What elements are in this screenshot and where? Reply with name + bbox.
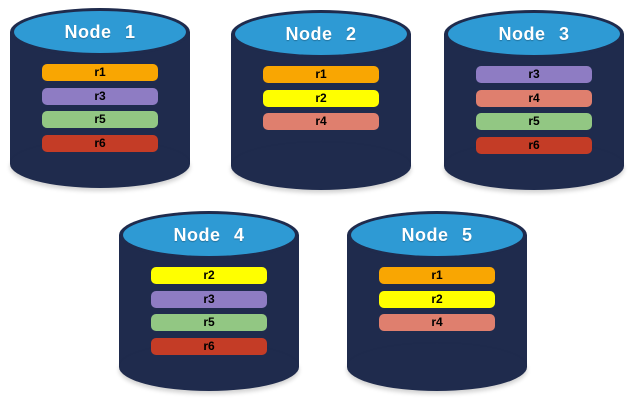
replica-bar: r2 bbox=[263, 89, 379, 107]
replica-bar: r1 bbox=[42, 64, 158, 81]
node-5-cylinder: Node 5 r1 r2 r4 bbox=[347, 211, 527, 391]
replica-bar: r3 bbox=[476, 66, 592, 83]
replica-list: r1 r3 r5 r6 bbox=[42, 64, 158, 152]
cylinder-top-face: Node 3 bbox=[448, 13, 620, 55]
cylinder-top-face: Node 4 bbox=[123, 214, 295, 256]
replica-list: r1 r2 r4 bbox=[263, 66, 379, 130]
replica-bar: r2 bbox=[151, 267, 267, 284]
replica-list: r1 r2 r4 bbox=[379, 267, 495, 331]
node-title: Node 5 bbox=[401, 224, 473, 245]
replica-bar: r4 bbox=[379, 314, 495, 331]
replica-bar: r2 bbox=[379, 290, 495, 308]
node-title: Node 3 bbox=[498, 23, 570, 44]
replica-bar: r6 bbox=[42, 134, 158, 152]
replica-list: r3 r4 r5 r6 bbox=[476, 66, 592, 154]
replica-bar: r3 bbox=[151, 290, 267, 308]
node-title: Node 1 bbox=[64, 21, 136, 42]
replica-bar: r3 bbox=[42, 87, 158, 105]
replica-bar: r6 bbox=[151, 337, 267, 355]
cylinder-top-face: Node 5 bbox=[351, 214, 523, 256]
replica-bar: r5 bbox=[42, 111, 158, 128]
replica-bar: r4 bbox=[263, 113, 379, 130]
cylinder-bottom bbox=[347, 343, 527, 391]
node-title: Node 4 bbox=[173, 224, 245, 245]
replica-bar: r4 bbox=[476, 89, 592, 107]
cylinder-top-face: Node 2 bbox=[235, 13, 407, 55]
replica-bar: r1 bbox=[379, 267, 495, 284]
replica-bar: r6 bbox=[476, 136, 592, 154]
node-2-cylinder: Node 2 r1 r2 r4 bbox=[231, 10, 411, 190]
node-title: Node 2 bbox=[285, 23, 357, 44]
node-4-cylinder: Node 4 r2 r3 r5 r6 bbox=[119, 211, 299, 391]
replica-bar: r5 bbox=[151, 314, 267, 331]
replica-bar: r1 bbox=[263, 66, 379, 83]
cylinder-top-face: Node 1 bbox=[14, 11, 186, 53]
node-1-cylinder: Node 1 r1 r3 r5 r6 bbox=[10, 8, 190, 188]
node-3-cylinder: Node 3 r3 r4 r5 r6 bbox=[444, 10, 624, 190]
cylinder-bottom bbox=[231, 142, 411, 190]
replica-bar: r5 bbox=[476, 113, 592, 130]
replica-list: r2 r3 r5 r6 bbox=[151, 267, 267, 355]
